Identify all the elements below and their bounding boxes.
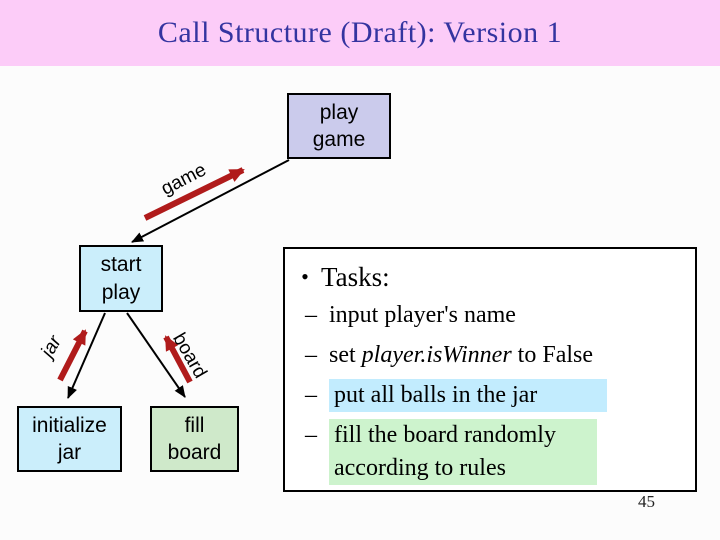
tasks-panel: • Tasks: – input player's name – set pla… bbox=[283, 247, 697, 492]
box-start-play: start play bbox=[79, 245, 163, 312]
title-band: Call Structure (Draft): Version 1 bbox=[0, 0, 720, 66]
call-line-playgame-to-startplay bbox=[131, 159, 290, 243]
call-line-startplay-to-initjar bbox=[67, 312, 106, 399]
task-item-put-balls: – put all balls in the jar bbox=[285, 379, 695, 412]
task-text-highlighted-cyan: put all balls in the jar bbox=[329, 379, 607, 412]
bullet-icon: • bbox=[301, 264, 309, 289]
task-text-code: player.isWinner bbox=[361, 342, 512, 368]
dash-icon: – bbox=[305, 382, 317, 408]
task-text: input player's name bbox=[329, 302, 516, 328]
arrow-label-jar: jar bbox=[37, 332, 66, 362]
dash-icon: – bbox=[305, 342, 317, 368]
box-start-play-label: start play bbox=[100, 253, 142, 304]
task-text-post: to False bbox=[511, 342, 593, 368]
return-arrow-jar bbox=[57, 329, 88, 382]
dash-icon: – bbox=[305, 302, 317, 328]
box-fill-board-label: fill board bbox=[167, 413, 222, 464]
tasks-heading-text: Tasks: bbox=[321, 261, 390, 292]
slide-title: Call Structure (Draft): Version 1 bbox=[157, 16, 563, 49]
box-fill-board: fill board bbox=[150, 406, 239, 472]
task-item-fill-board: – fill the board randomly according to r… bbox=[285, 419, 695, 485]
box-initialize-jar-label: initialize jar bbox=[32, 413, 107, 464]
box-play-game: play game bbox=[287, 93, 391, 159]
task-text-highlighted-green: fill the board randomly according to rul… bbox=[329, 419, 597, 485]
dash-icon: – bbox=[305, 422, 317, 448]
page-number: 45 bbox=[638, 492, 655, 511]
task-item-input-name: – input player's name bbox=[285, 299, 695, 332]
box-initialize-jar: initialize jar bbox=[17, 406, 122, 472]
task-text: set player.isWinner to False bbox=[329, 339, 593, 372]
task-text-pre: set bbox=[329, 342, 362, 368]
box-play-game-label: play game bbox=[312, 100, 366, 151]
arrow-label-board: board bbox=[168, 329, 211, 383]
task-item-set-winner: – set player.isWinner to False bbox=[285, 339, 695, 372]
tasks-heading: • Tasks: bbox=[285, 255, 695, 299]
arrow-label-game: game bbox=[157, 159, 210, 200]
